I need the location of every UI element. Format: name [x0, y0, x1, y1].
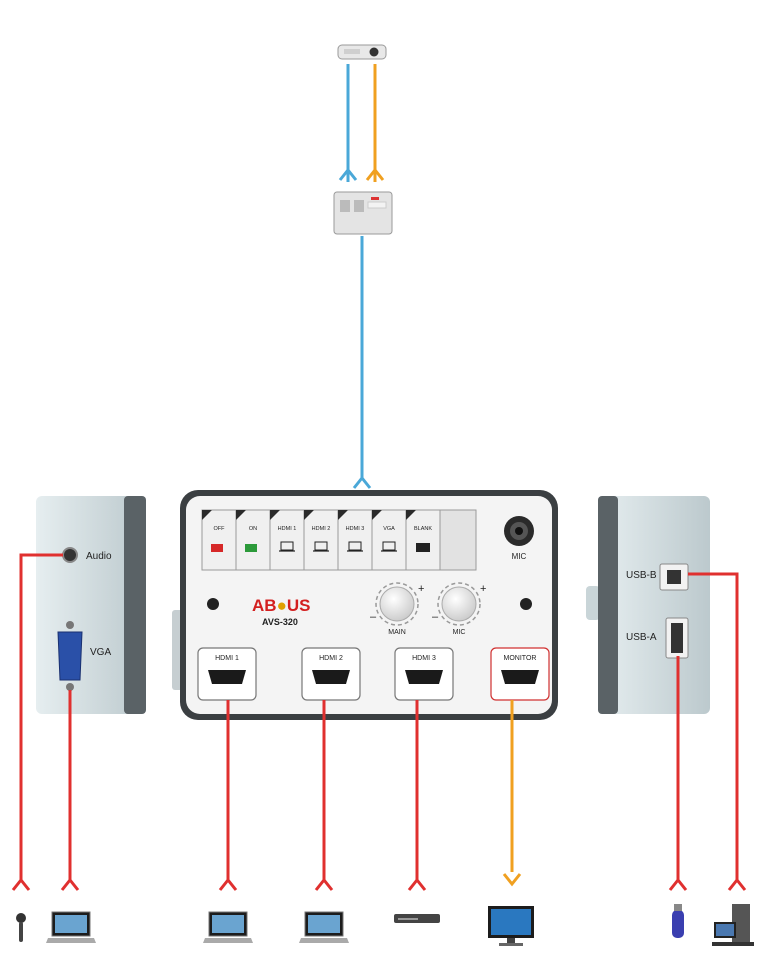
arrow-up-red	[668, 877, 688, 891]
knob-mic-label: MIC	[453, 629, 466, 636]
port-hdmi-1[interactable]: HDMI 1	[197, 647, 257, 701]
switch-button-vga[interactable]: VGA	[371, 509, 407, 571]
right-side-panel: USB-B USB-A	[586, 496, 710, 714]
camera-on-icon	[245, 544, 257, 552]
arrow-up-red	[218, 877, 238, 891]
switch-button-label: ON	[249, 526, 257, 532]
blank-screen-icon	[416, 543, 430, 552]
arrow-up-red	[11, 877, 31, 891]
port-hdmi-2[interactable]: HDMI 2	[301, 647, 361, 701]
hdmi-connector-icon	[501, 670, 539, 684]
knob-mic-plus: +	[480, 583, 486, 595]
laptop-icon	[299, 911, 349, 943]
port-label: HDMI 1	[215, 655, 239, 662]
laptop-icon	[203, 911, 253, 943]
audio-label: Audio	[86, 551, 112, 562]
vga-port[interactable]	[57, 621, 83, 691]
svg-text:AB●US: AB●US	[252, 596, 310, 615]
line-usb-b	[688, 572, 739, 880]
arrow-up-blue	[338, 167, 358, 181]
port-hdmi-3[interactable]: HDMI 3	[394, 647, 454, 701]
laptop-icon	[279, 541, 295, 552]
switch-button-off[interactable]: OFF	[201, 509, 237, 571]
switch-button-blank[interactable]: BLANK	[405, 509, 441, 571]
knob-mic-minus: –	[432, 611, 439, 623]
switch-button-label: BLANK	[414, 526, 432, 532]
arrow-up-blue-main	[352, 475, 372, 489]
port-label: MONITOR	[504, 655, 537, 662]
monitor-icon	[488, 906, 534, 946]
mic-volume-knob[interactable]	[437, 582, 481, 626]
left-side-panel: Audio VGA	[36, 496, 146, 714]
knob-main-label: MAIN	[388, 629, 406, 636]
switch-button-hdmi-1[interactable]: HDMI 1	[269, 509, 305, 571]
usb-b-port[interactable]	[659, 563, 689, 591]
screw	[520, 598, 532, 610]
switch-button-hdmi-2[interactable]: HDMI 2	[303, 509, 339, 571]
arrow-down-orange	[502, 873, 522, 887]
port-monitor[interactable]: MONITOR	[490, 647, 550, 701]
media-player-icon	[394, 914, 440, 923]
arrow-up-red	[314, 877, 334, 891]
arrow-up-red	[407, 877, 427, 891]
desktop-computer-icon	[712, 904, 754, 946]
arrow-up-orange	[365, 167, 385, 181]
arrow-up-red	[727, 877, 747, 891]
laptop-icon	[347, 541, 363, 552]
hdmi-connector-icon	[405, 670, 443, 684]
switch-button-label: OFF	[214, 526, 226, 532]
arrow-up-red	[60, 877, 80, 891]
line-microphone-audio	[19, 553, 63, 880]
laptop-icon	[46, 911, 96, 943]
usb-a-port[interactable]	[665, 617, 689, 659]
empty-button-slot	[439, 509, 477, 571]
screw	[207, 598, 219, 610]
knob-main-minus: –	[370, 611, 377, 623]
vga-label: VGA	[90, 647, 111, 658]
switcher-device: OFF ON HDMI 1 HDMI 2 HDMI 3 VGA BLANK MIC AB●U…	[172, 490, 558, 720]
hdmi-connector-icon	[312, 670, 350, 684]
brand-logo: AB●US	[252, 596, 310, 615]
switch-button-label: HDMI 1	[278, 526, 297, 532]
port-label: HDMI 3	[412, 655, 436, 662]
laptop-icon	[381, 541, 397, 552]
knob-main-plus: +	[418, 583, 424, 595]
audio-jack[interactable]	[62, 547, 78, 563]
usb-a-label: USB-A	[626, 632, 657, 643]
model-label: AVS-320	[262, 617, 298, 627]
main-volume-knob[interactable]	[375, 582, 419, 626]
switch-button-on[interactable]: ON	[235, 509, 271, 571]
projector-icon	[337, 44, 387, 60]
laptop-icon	[313, 541, 329, 552]
mic-jack-label: MIC	[512, 552, 527, 561]
port-label: HDMI 2	[319, 655, 343, 662]
microphone-icon	[16, 913, 26, 942]
usb-drive-icon	[672, 904, 684, 938]
hdbaset-receiver-icon	[333, 191, 393, 235]
switch-button-hdmi-3[interactable]: HDMI 3	[337, 509, 373, 571]
hdmi-connector-icon	[208, 670, 246, 684]
usb-b-label: USB-B	[626, 570, 657, 581]
camera-off-icon	[211, 544, 223, 552]
mic-jack[interactable]	[504, 516, 534, 546]
switch-button-label: VGA	[383, 526, 395, 532]
switch-button-label: HDMI 2	[312, 526, 331, 532]
switch-button-label: HDMI 3	[346, 526, 365, 532]
